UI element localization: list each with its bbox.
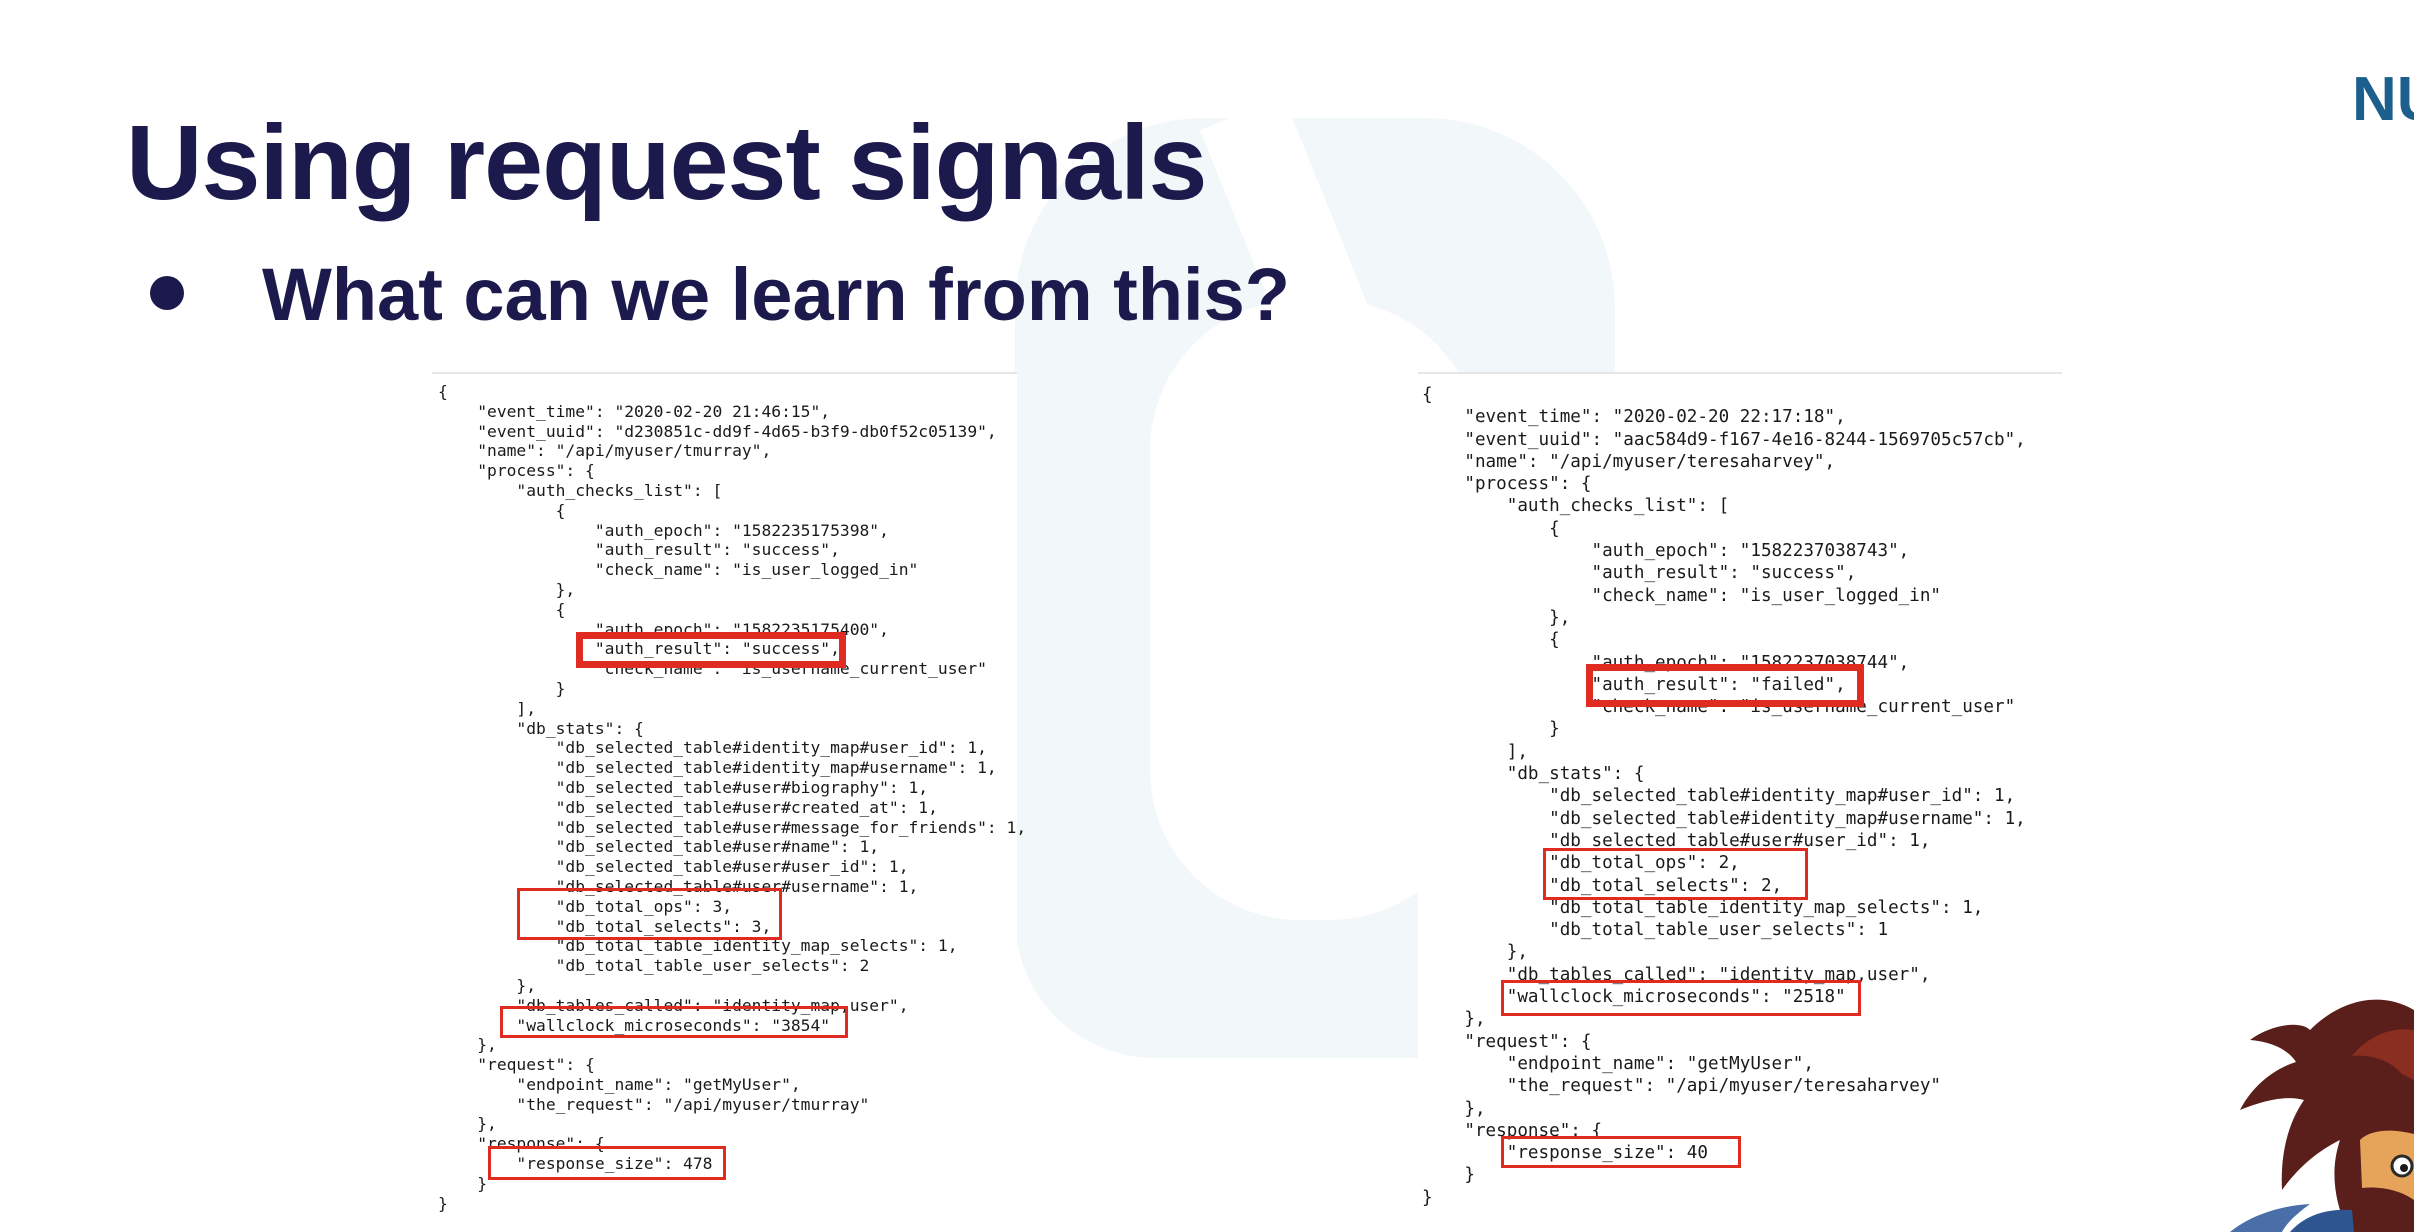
bullet-text: What can we learn from this? (262, 253, 1290, 336)
highlight-wallclock-right (1501, 980, 1861, 1016)
roadrunner-mascot-icon (2230, 999, 2414, 1232)
logo-text: NU (2352, 65, 2414, 134)
slide-title: Using request signals (126, 104, 1208, 223)
json-panel-right: { "event_time": "2020-02-20 22:17:18", "… (1418, 372, 2062, 1219)
highlight-response-size-left (488, 1146, 726, 1180)
highlight-auth-result-right (1586, 664, 1864, 707)
highlight-db-ops-right (1543, 848, 1808, 900)
bullet-dot-icon (150, 276, 184, 310)
highlight-auth-result-left (576, 632, 846, 668)
json-panel-left: { "event_time": "2020-02-20 21:46:15", "… (432, 372, 1027, 1219)
json-code-left: { "event_time": "2020-02-20 21:46:15", "… (438, 382, 1027, 1213)
highlight-wallclock-left (500, 1006, 848, 1038)
highlight-response-size-right (1501, 1136, 1741, 1168)
highlight-db-ops-left (517, 888, 782, 940)
json-code-right: { "event_time": "2020-02-20 22:17:18", "… (1422, 385, 2026, 1208)
